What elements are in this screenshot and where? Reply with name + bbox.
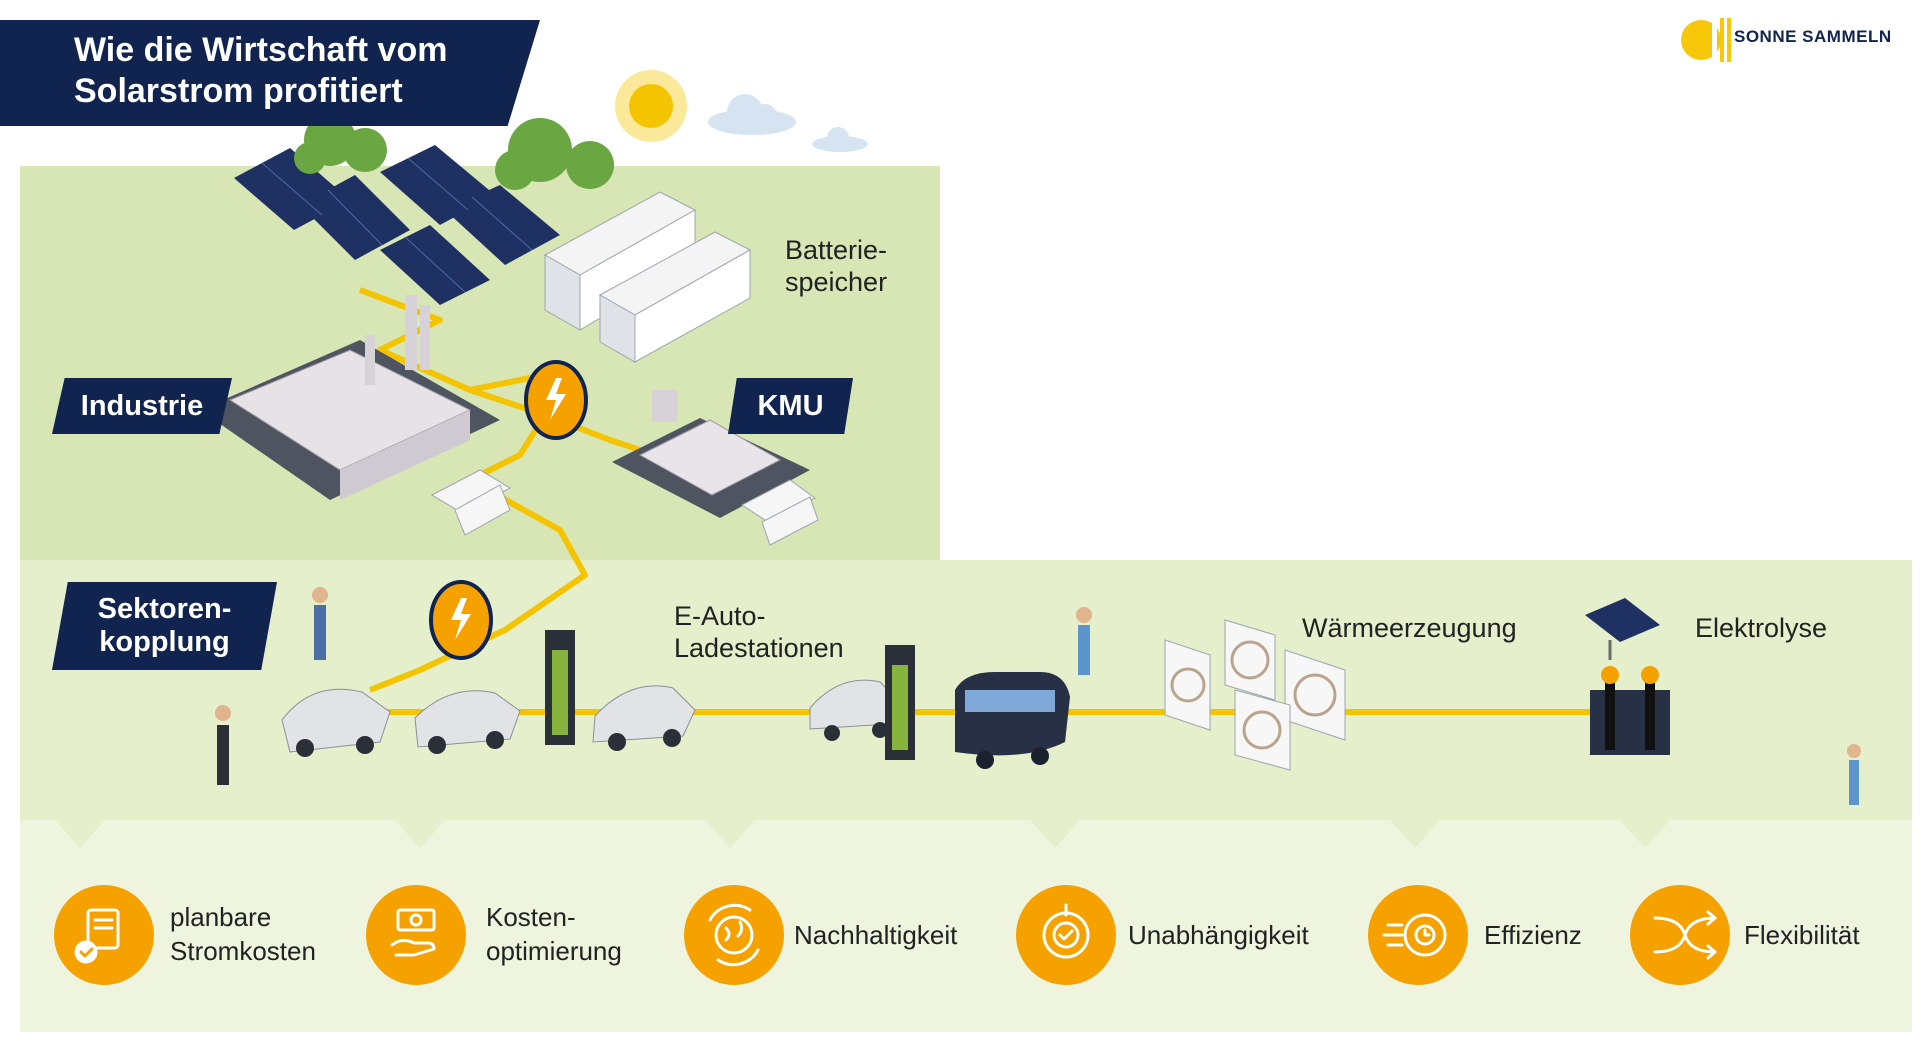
label-batteriespeicher: Batterie- speicher: [785, 235, 888, 297]
benefit-label-flexibilitaet: Flexibilität: [1744, 920, 1860, 950]
label-elektrolyse: Elektrolyse: [1695, 613, 1828, 643]
target-check-icon: [1042, 903, 1090, 959]
battery-storage-containers: [543, 191, 752, 363]
sun-stripes-logo: [1681, 18, 1731, 62]
label-waermeerzeugung: Wärmeerzeugung: [1302, 613, 1517, 643]
benefit-label-planbare-stromkosten: planbare Stromkosten: [170, 902, 316, 966]
lightning-disc-icon: [429, 580, 493, 660]
small-battery-units: [430, 469, 819, 546]
title-banner: [0, 20, 540, 126]
electric-cars: [281, 679, 901, 757]
charging-stations: [545, 630, 915, 760]
autonomous-shuttle: [955, 672, 1070, 769]
document-check-icon: [74, 908, 120, 964]
lightning-disc-icon: [524, 360, 588, 440]
page-title: Wie die Wirtschaft vom Solarstrom profit…: [74, 31, 448, 110]
money-hand-icon: [390, 908, 436, 957]
trees: [294, 114, 614, 190]
label-e-auto-ladestationen: E-Auto- Ladestationen: [674, 601, 844, 663]
benefit-label-unabhaengigkeit: Unabhängigkeit: [1128, 920, 1309, 950]
tag-sektorenkopplung: Sektoren- kopplung: [52, 582, 277, 670]
sun-icon: [615, 70, 687, 142]
heat-pumps: [1164, 619, 1346, 771]
solar-panel-field: [234, 145, 560, 305]
cloud-icon: [708, 94, 868, 152]
gear-clock-icon: [1382, 913, 1447, 957]
benefits-panel: [20, 820, 1912, 1032]
kmu-factory: [612, 390, 810, 518]
globe-cycle-icon: [708, 903, 760, 967]
shuffle-arrows-icon: [1653, 910, 1717, 960]
benefit-label-nachhaltigkeit: Nachhaltigkeit: [794, 920, 958, 950]
people-figures: [215, 587, 1861, 805]
benefit-label-kostenoptimierung: Kosten- optimierung: [486, 902, 622, 966]
industrial-plant: [200, 295, 500, 500]
electrolysis-unit: [1585, 598, 1670, 755]
tag-kmu: KMU: [728, 378, 853, 434]
benefit-circles: [54, 885, 1730, 985]
panel-notches: [55, 820, 1670, 848]
logo-text: SONNE SAMMELN: [1734, 27, 1892, 46]
benefit-label-effizienz: Effizienz: [1484, 920, 1582, 950]
tag-industrie: Industrie: [52, 378, 232, 434]
